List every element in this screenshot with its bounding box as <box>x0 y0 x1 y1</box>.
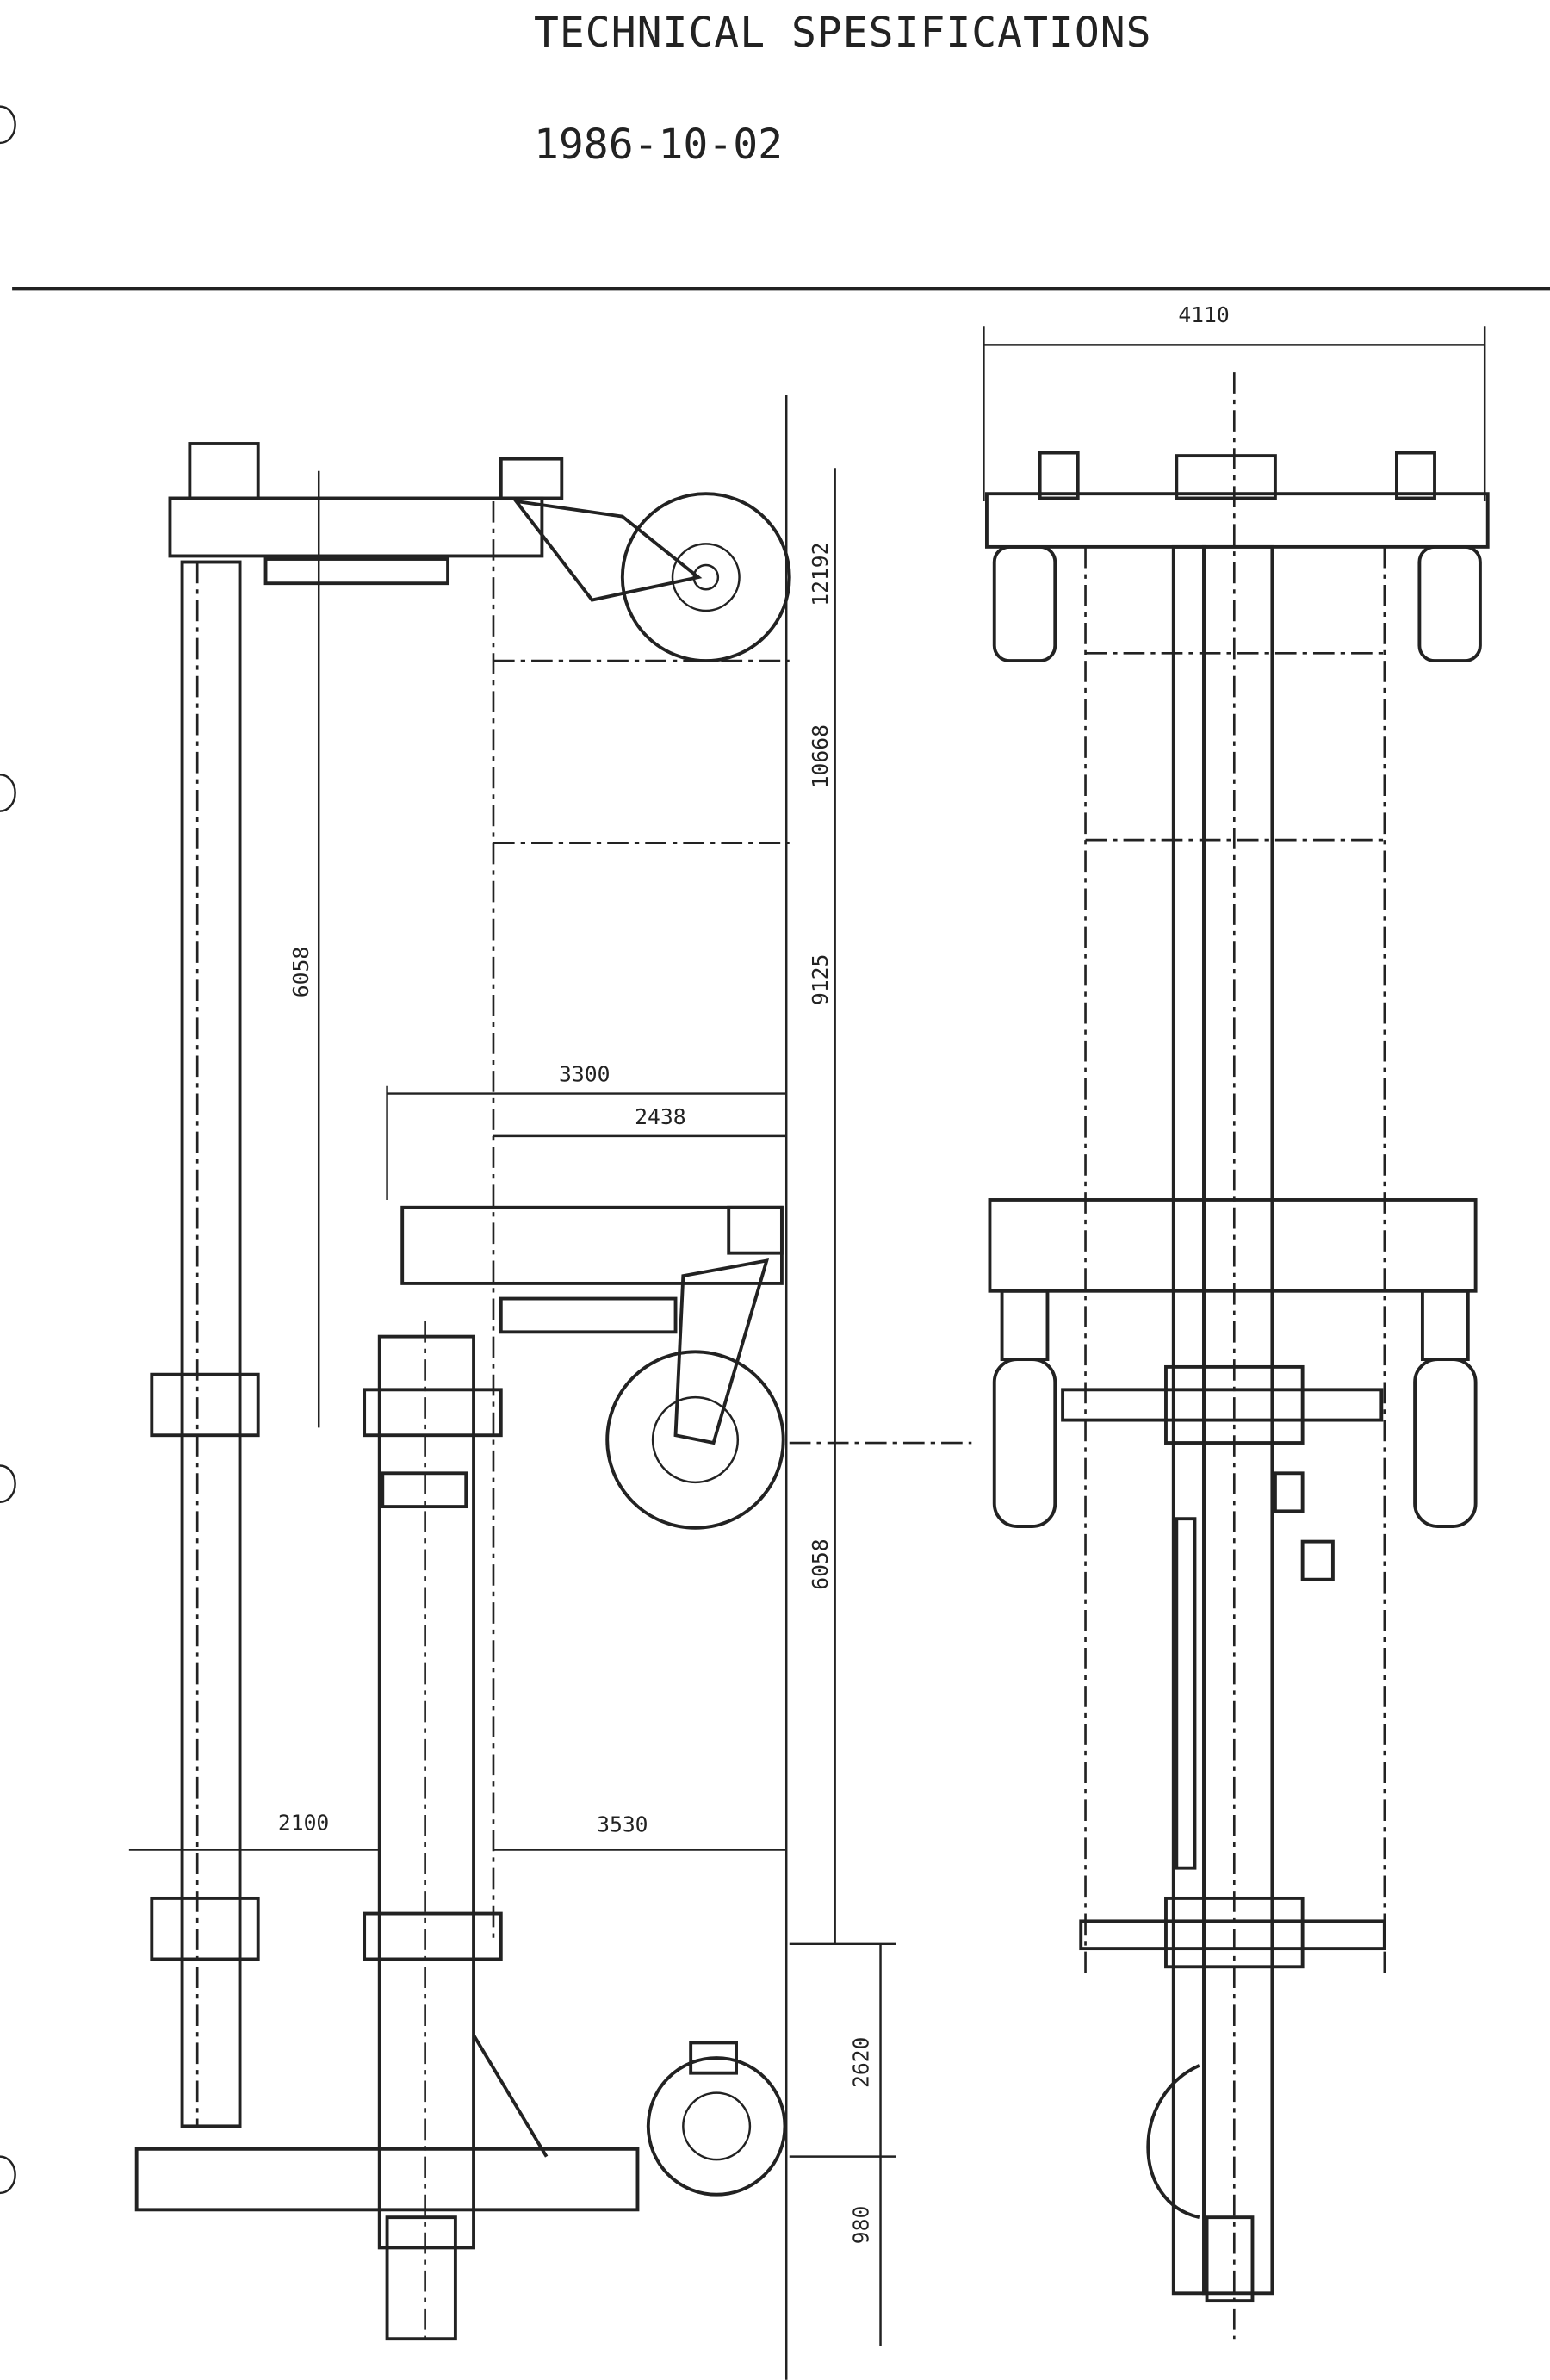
dim-2620: 2620 <box>848 2037 873 2088</box>
dim-10668: 10668 <box>808 724 833 788</box>
side-view-lower <box>134 1205 787 2341</box>
dim-2100: 2100 <box>278 1811 329 1836</box>
punch-hole <box>0 105 16 145</box>
dim-2438: 2438 <box>635 1104 685 1129</box>
punch-hole <box>0 2155 16 2195</box>
dim-12192: 12192 <box>808 542 833 606</box>
dim-6058-left: 6058 <box>288 947 313 997</box>
document-title: TECHNICAL SPESIFICATIONS <box>534 9 1152 57</box>
punch-hole <box>0 774 16 812</box>
dim-9125: 9125 <box>808 954 833 1005</box>
dim-4110: 4110 <box>1178 302 1229 327</box>
dim-6058-right: 6058 <box>808 1538 833 1589</box>
dim-3530: 3530 <box>597 1811 648 1836</box>
punch-hole <box>0 1464 16 1504</box>
dim-3300: 3300 <box>559 1061 610 1086</box>
document-date: 1986-10-02 <box>534 121 783 169</box>
side-view-upper <box>150 442 791 2128</box>
dim-980: 980 <box>848 2206 873 2245</box>
dimension-lines <box>128 326 1486 2347</box>
front-view <box>984 372 1490 2340</box>
